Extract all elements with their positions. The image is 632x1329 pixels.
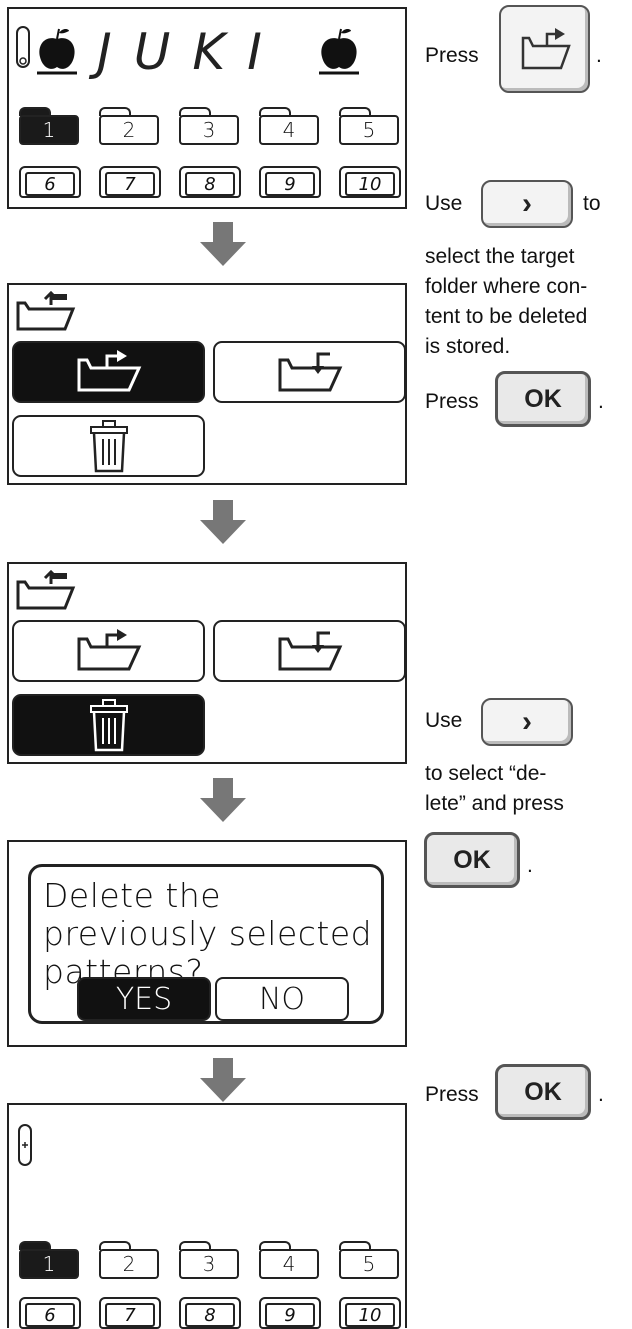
- step3-line2: lete” and press: [425, 792, 564, 815]
- folder-tab-9[interactable]: 9: [259, 166, 321, 198]
- chevron-right-icon: ›: [522, 187, 532, 220]
- step2-period: .: [598, 390, 604, 413]
- open-folder-button[interactable]: [12, 620, 205, 682]
- delete-button[interactable]: [12, 415, 205, 477]
- right-arrow-key[interactable]: ›: [481, 180, 573, 228]
- folder-key-button[interactable]: [499, 5, 590, 93]
- folder-tab-6[interactable]: 6: [19, 1297, 81, 1329]
- title-bar: [16, 26, 359, 75]
- step2-line4: is stored.: [425, 335, 511, 358]
- down-arrow-icon: [200, 778, 246, 824]
- title-text: JUKI: [97, 23, 284, 81]
- folder-tab-1[interactable]: 1: [19, 107, 79, 145]
- step1-press-text: Press: [425, 44, 479, 67]
- save-to-folder-button[interactable]: [213, 620, 406, 682]
- step2-use-text: Use: [425, 192, 463, 215]
- step2-line2: folder where con-: [425, 275, 588, 298]
- thread-indicator-icon: [18, 1124, 32, 1166]
- delete-button[interactable]: [12, 694, 205, 756]
- step3-line1: to select “de-: [425, 762, 547, 785]
- save-to-folder-button[interactable]: [213, 341, 406, 403]
- step2-to-text: to: [583, 192, 601, 215]
- no-button[interactable]: NO: [215, 977, 349, 1021]
- folder-tab-5[interactable]: 5: [339, 1241, 399, 1279]
- ok-button[interactable]: OK: [495, 1064, 591, 1120]
- confirm-dialog: Delete the previously selected patterns?…: [28, 864, 384, 1024]
- step4-press-text: Press: [425, 1083, 479, 1106]
- folder-tab-2[interactable]: 2: [99, 1241, 159, 1279]
- down-arrow-icon: [200, 500, 246, 546]
- open-folder-button[interactable]: [12, 341, 205, 403]
- step3-period: .: [527, 854, 533, 877]
- folder-tab-4[interactable]: 4: [259, 1241, 319, 1279]
- folder-tab-9[interactable]: 9: [259, 1297, 321, 1329]
- apple-icon: [37, 28, 77, 75]
- folder-tab-7[interactable]: 7: [99, 1297, 161, 1329]
- folder-tab-3[interactable]: 3: [179, 107, 239, 145]
- step4-period: .: [598, 1083, 604, 1106]
- folder-tab-10[interactable]: 10: [339, 1297, 401, 1329]
- trash-icon: [89, 420, 128, 473]
- lcd-screen-folder-menu-delete: [7, 562, 407, 764]
- lcd-screen-folder-list-empty: 1 2 3 4 5 6 7 8 9 10: [7, 1103, 407, 1329]
- folder-menu-icon: [16, 570, 76, 610]
- yes-button[interactable]: YES: [77, 977, 211, 1021]
- down-arrow-icon: [200, 1058, 246, 1104]
- step3-use-text: Use: [425, 709, 463, 732]
- dialog-message: Delete the previously selected patterns?: [43, 876, 373, 991]
- folder-tab-1[interactable]: 1: [19, 1241, 79, 1279]
- step1-period: .: [596, 44, 602, 67]
- folder-tab-2[interactable]: 2: [99, 107, 159, 145]
- ok-button[interactable]: OK: [424, 832, 520, 888]
- ok-button[interactable]: OK: [495, 371, 591, 427]
- step2-line1: select the target: [425, 245, 575, 268]
- chevron-right-icon: ›: [522, 705, 532, 738]
- step2-line3: tent to be deleted: [425, 305, 588, 328]
- lcd-screen-folder-menu: [7, 283, 407, 485]
- trash-icon: [89, 699, 128, 752]
- folder-tab-4[interactable]: 4: [259, 107, 319, 145]
- folder-tab-6[interactable]: 6: [19, 166, 81, 198]
- right-arrow-key[interactable]: ›: [481, 698, 573, 746]
- step2-press-text: Press: [425, 390, 479, 413]
- folder-tab-3[interactable]: 3: [179, 1241, 239, 1279]
- folder-in-icon: [278, 352, 342, 392]
- folder-tab-8[interactable]: 8: [179, 166, 241, 198]
- folder-in-icon: [278, 631, 342, 671]
- lcd-screen-folder-list: JUKI 1 2 3 4 5 6 7 8 9 10: [7, 7, 407, 209]
- down-arrow-icon: [200, 222, 246, 268]
- folder-tab-10[interactable]: 10: [339, 166, 401, 198]
- folder-tab-7[interactable]: 7: [99, 166, 161, 198]
- folder-tab-5[interactable]: 5: [339, 107, 399, 145]
- folder-tab-8[interactable]: 8: [179, 1297, 241, 1329]
- lcd-screen-delete-confirm: Delete the previously selected patterns?…: [7, 840, 407, 1047]
- folder-out-icon: [77, 350, 141, 392]
- apple-icon: [319, 28, 359, 75]
- folder-out-icon: [77, 629, 141, 671]
- thread-indicator-icon: [16, 26, 30, 68]
- folder-key-icon: [521, 28, 571, 70]
- folder-menu-icon: [16, 291, 76, 331]
